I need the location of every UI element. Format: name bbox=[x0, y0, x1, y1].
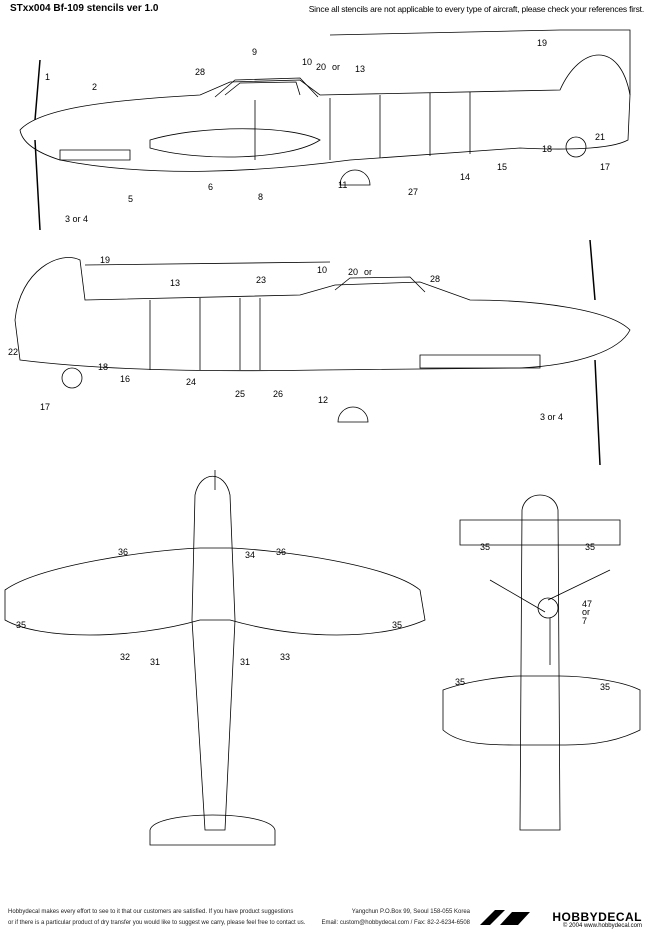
contact-info: Email: custom@hobbydecal.com / Fax: 82-2… bbox=[321, 920, 471, 926]
callout-number: 18 bbox=[98, 362, 108, 372]
brand-name: HOBBYDECAL bbox=[552, 910, 642, 924]
reference-note: Since all stencils are not applicable to… bbox=[308, 4, 644, 14]
callout-number: 5 bbox=[128, 194, 133, 204]
callout-number: 14 bbox=[460, 172, 470, 182]
callout-number: 6 bbox=[208, 182, 213, 192]
callout-number: 10 bbox=[302, 57, 312, 67]
callout-number: 31 bbox=[150, 657, 160, 667]
callout-number: 28 bbox=[430, 274, 440, 284]
bottom-view-labels: 35 35 35 35 47 or 7 bbox=[455, 542, 610, 692]
callout-number: 20 bbox=[348, 267, 358, 277]
callout-number: 2 bbox=[92, 82, 97, 92]
callout-number: 13 bbox=[170, 278, 180, 288]
callout-number: 35 bbox=[600, 682, 610, 692]
callout-number: or bbox=[582, 607, 590, 617]
hobbydecal-logo-icon bbox=[480, 910, 530, 925]
callout-number: 19 bbox=[100, 255, 110, 265]
address: Yangchun P.O.Box 99, Seoul 158-055 Korea bbox=[351, 909, 470, 915]
callout-number: 34 bbox=[245, 550, 255, 560]
right-side-labels: 22 17 18 16 24 25 26 12 19 13 23 10 20 o… bbox=[8, 255, 563, 422]
copyright: © 2004 www.hobbydecal.com bbox=[562, 923, 642, 929]
callout-number: 47 bbox=[582, 599, 592, 609]
left-side-labels: 1 2 28 9 10 20 or 13 19 21 17 18 15 14 2… bbox=[45, 38, 610, 224]
callout-number: 11 bbox=[338, 180, 347, 190]
callout-number: 22 bbox=[8, 347, 18, 357]
callout-number: 35 bbox=[392, 620, 402, 630]
left-side-profile bbox=[19, 29, 631, 231]
callout-number: 27 bbox=[408, 187, 418, 197]
disclaimer-line: Hobbydecal makes every effort to see to … bbox=[8, 909, 294, 915]
callout-number: 21 bbox=[595, 132, 605, 142]
sheet-title: STxx004 Bf-109 stencils ver 1.0 bbox=[10, 3, 159, 14]
bottom-view bbox=[442, 494, 641, 831]
callout-number: 12 bbox=[318, 395, 328, 405]
callout-number: 25 bbox=[235, 389, 245, 399]
right-side-profile bbox=[14, 239, 631, 466]
callout-number: 33 bbox=[280, 652, 290, 662]
callout-number: 16 bbox=[120, 374, 130, 384]
callout-number: 23 bbox=[256, 275, 266, 285]
callout-number: 18 bbox=[542, 144, 552, 154]
callout-number: 3 or 4 bbox=[540, 412, 563, 422]
callout-number: 31 bbox=[240, 657, 250, 667]
callout-number: 19 bbox=[537, 38, 547, 48]
callout-number: 8 bbox=[258, 192, 263, 202]
callout-number: 17 bbox=[600, 162, 610, 172]
callout-number: 9 bbox=[252, 47, 257, 57]
callout-number: 36 bbox=[276, 547, 286, 557]
footer-disclaimer: Hobbydecal makes every effort to see to … bbox=[8, 907, 305, 929]
footer-contact: Yangchun P.O.Box 99, Seoul 158-055 Korea… bbox=[320, 907, 471, 929]
callout-number: 13 bbox=[355, 64, 365, 74]
callout-number: 26 bbox=[273, 389, 283, 399]
callout-number: 36 bbox=[118, 547, 128, 557]
callout-number: 32 bbox=[120, 652, 130, 662]
top-view bbox=[4, 470, 426, 846]
callout-number: 28 bbox=[195, 67, 205, 77]
callout-number: 10 bbox=[317, 265, 327, 275]
callout-number: or bbox=[332, 62, 340, 72]
callout-number: 7 bbox=[582, 616, 587, 626]
callout-number: 24 bbox=[186, 377, 196, 387]
callout-number: 35 bbox=[585, 542, 595, 552]
callout-number: or bbox=[364, 267, 372, 277]
callout-number: 1 bbox=[45, 72, 50, 82]
callout-number: 35 bbox=[16, 620, 26, 630]
callout-number: 35 bbox=[455, 677, 465, 687]
callout-number: 20 bbox=[316, 62, 326, 72]
callout-number: 15 bbox=[497, 162, 507, 172]
disclaimer-line: or if there is a particular product of d… bbox=[8, 920, 306, 926]
top-view-labels: 36 34 36 35 35 32 31 31 33 bbox=[16, 547, 402, 667]
callout-number: 17 bbox=[40, 402, 50, 412]
callout-number: 35 bbox=[480, 542, 490, 552]
callout-number: 3 or 4 bbox=[65, 214, 88, 224]
